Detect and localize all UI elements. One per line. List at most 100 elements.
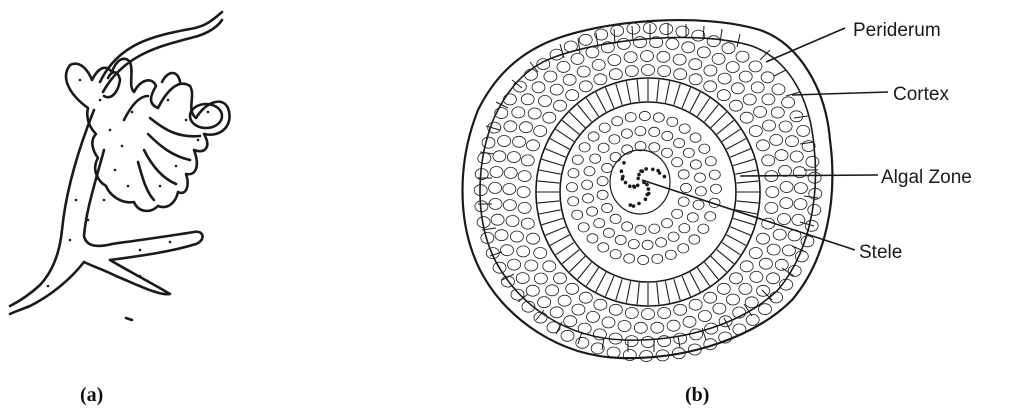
- cortex-cell: [566, 90, 579, 101]
- inner-cortex-cell: [668, 232, 679, 241]
- cortex-cell: [712, 53, 725, 64]
- cortex-cell: [609, 69, 622, 80]
- cortex-cell: [491, 214, 504, 225]
- inner-cortex-cell: [597, 190, 608, 199]
- cortex-cell: [751, 82, 764, 93]
- inner-cortex-cell: [588, 132, 599, 141]
- inner-cortex-cell: [695, 173, 706, 182]
- algal-filament: [711, 112, 727, 128]
- algal-filament: [722, 129, 740, 141]
- cortex-cell: [642, 65, 655, 76]
- inner-cortex-cell: [594, 219, 605, 228]
- cortex-cell: [571, 53, 584, 64]
- cortex-cell: [501, 245, 514, 256]
- cortex-cell: [780, 182, 793, 193]
- cortex-cell: [767, 244, 780, 255]
- cortex-cell: [544, 71, 557, 82]
- cortex-cell: [761, 72, 774, 83]
- lobe-top-2: [162, 73, 180, 82]
- cortex-cell: [594, 299, 607, 310]
- inner-cortex-cell: [598, 243, 609, 252]
- cortex-cell: [554, 273, 567, 284]
- cortex-cell: [689, 74, 702, 85]
- cortex-cell: [733, 324, 746, 335]
- cortex-cell: [673, 54, 686, 65]
- cortex-cell: [763, 120, 776, 131]
- inner-cortex-cell: [672, 209, 683, 218]
- cortex-cell: [587, 311, 600, 322]
- cortex-cell: [563, 74, 576, 85]
- cortex-cell: [790, 111, 803, 122]
- cortex-cell: [788, 265, 801, 276]
- root-stem-left: [10, 110, 94, 306]
- cortex-cell: [512, 107, 525, 118]
- inner-cortex-cell: [662, 148, 673, 157]
- stele-xylem-mark: [632, 185, 636, 189]
- cortex-cell: [745, 297, 758, 308]
- cortex-cell: [579, 34, 592, 45]
- stele-xylem-mark: [647, 187, 651, 191]
- algal-filament: [657, 80, 659, 102]
- stele-xylem-mark: [620, 169, 624, 173]
- cortex-cell: [730, 100, 743, 111]
- cortex-cell: [508, 259, 521, 270]
- label-periderm: Periderum: [853, 20, 941, 41]
- stele-xylem-mark: [636, 177, 640, 181]
- algal-filament: [542, 218, 563, 224]
- cortex-cell: [518, 202, 531, 213]
- cortex-cell: [572, 304, 585, 315]
- cortex-cell: [657, 51, 670, 62]
- cortex-cell: [740, 112, 753, 123]
- stele-xylem-mark: [644, 197, 648, 201]
- inner-cortex-cell: [602, 163, 613, 172]
- algal-filament: [665, 281, 669, 303]
- inner-cortex-cells: [567, 111, 722, 264]
- inner-cortex-cell: [612, 117, 623, 126]
- algal-filament: [705, 262, 719, 279]
- cortex-cell: [772, 84, 785, 95]
- root-branch-join: [84, 262, 116, 276]
- cortex-cell: [683, 316, 696, 327]
- algal-filament: [737, 181, 759, 183]
- cortex-cell: [762, 94, 775, 105]
- inner-cortex-cell: [711, 184, 722, 193]
- cortex-cell: [736, 51, 749, 62]
- algal-filament: [556, 129, 574, 141]
- cortex-cell: [782, 245, 795, 256]
- cortex-cell: [740, 261, 753, 272]
- cortex-cell: [503, 94, 516, 105]
- inner-cortex-cell: [609, 135, 620, 144]
- cortex-cell: [718, 73, 731, 84]
- stele-xylem: [620, 161, 667, 208]
- cortex-cell: [795, 251, 808, 262]
- cortex-cell: [627, 23, 640, 34]
- inner-cortex-cell: [610, 152, 621, 161]
- root-branch-lower-top: [110, 232, 203, 260]
- cortex-cell: [746, 314, 759, 325]
- algal-filament: [542, 159, 563, 165]
- inner-cortex-cell: [681, 183, 692, 192]
- algal-filament: [538, 201, 560, 203]
- cortex-cell: [766, 187, 779, 198]
- cortex-cell: [507, 152, 520, 163]
- inner-cortex-cell: [662, 219, 673, 228]
- cortex-cell: [806, 156, 819, 167]
- cortex-cell: [592, 59, 605, 70]
- inner-cortex-cell: [578, 223, 589, 232]
- cortex-cell: [727, 294, 740, 305]
- cortex-cell: [765, 202, 778, 213]
- cortex-cell: [770, 292, 783, 303]
- cortex-cell: [707, 36, 720, 47]
- cortex-cell: [527, 233, 540, 244]
- inner-cortex-cell: [587, 234, 598, 243]
- cortex-cell: [506, 216, 519, 227]
- cortex-cell: [625, 66, 638, 77]
- cortex-cell: [557, 61, 570, 72]
- stele-xylem-mark: [645, 193, 649, 197]
- cortex-cell: [658, 308, 671, 319]
- cortex-cell: [608, 55, 621, 66]
- inner-cortex-cell: [652, 254, 663, 263]
- stele-xylem-mark: [641, 170, 645, 174]
- cortex-cell: [658, 336, 671, 347]
